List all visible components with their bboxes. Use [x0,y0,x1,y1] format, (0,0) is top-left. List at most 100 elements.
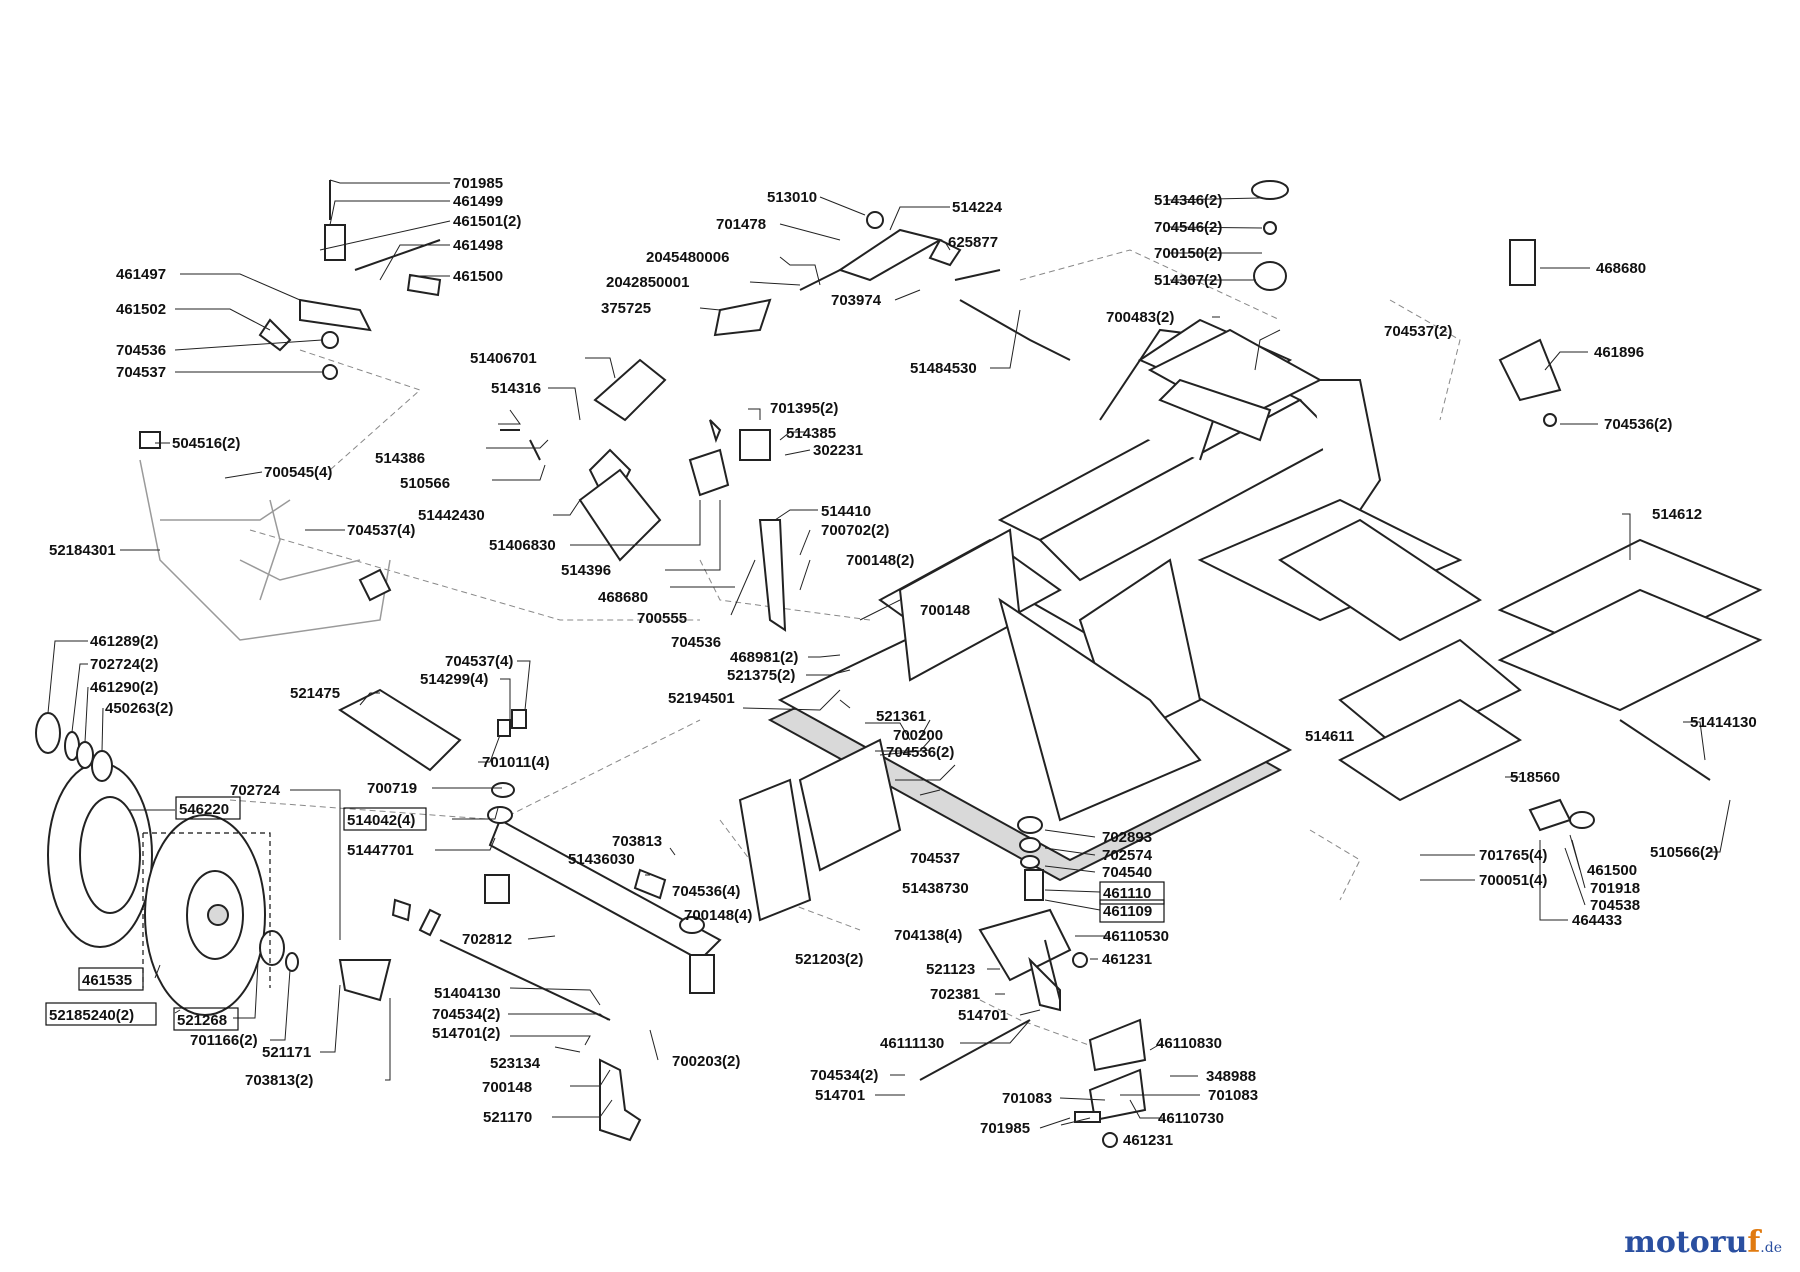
part-label: 514701 [815,1087,865,1104]
part-label: 514316 [491,380,541,397]
part-label: 521203(2) [795,951,863,968]
part-label: 700148(4) [684,907,752,924]
part-label: 700148 [920,602,970,619]
part-label: 700200 [893,727,943,744]
part-label: 703813(2) [245,1072,313,1089]
part-label: 704538 [1590,897,1640,914]
part-label: 521171 [262,1044,311,1061]
part-label: 521170 [483,1109,532,1126]
part-label: 702381 [930,986,980,1003]
part-label: 46110830 [1156,1035,1222,1052]
part-label: 510566(2) [1650,844,1718,861]
part-label: 51484530 [910,360,977,377]
part-label: 521268 [177,1012,227,1029]
part-label: 461110 [1103,885,1151,902]
part-label: 514224 [952,199,1003,216]
part-label: 701918 [1590,880,1640,897]
part-label: 701765(4) [1479,847,1547,864]
boxed-labels [45,796,1165,1031]
part-label: 704537(4) [347,522,415,539]
part-label: 700719 [367,780,417,797]
brand-name-suffix: .de [1760,1240,1782,1256]
part-label: 625877 [948,234,998,251]
part-label: 461290(2) [90,679,158,696]
part-label: 51414130 [1690,714,1757,731]
part-label: 514307(2) [1154,272,1222,289]
part-label: 464433 [1572,912,1622,929]
part-label: 514410 [821,503,871,520]
part-label: 701395(2) [770,400,838,417]
part-label: 461500 [453,268,503,285]
part-label: 51404130 [434,985,501,1002]
part-label: 461500 [1587,862,1637,879]
part-label: 704536 [116,342,166,359]
part-label: 521123 [926,961,975,978]
part-label: 514612 [1652,506,1702,523]
part-label: 51447701 [347,842,414,859]
part-label: 514701 [958,1007,1008,1024]
part-label: 704536 [671,634,721,651]
part-label: 701985 [453,175,503,192]
part-label: 704534(2) [810,1067,878,1084]
part-label: 461231 [1123,1132,1173,1149]
brand-name-main: motoru [1624,1225,1748,1260]
part-label: 704546(2) [1154,219,1222,236]
part-label: 701083 [1208,1087,1258,1104]
part-label: 461109 [1103,903,1152,920]
main-chassis-frame [738,318,1482,922]
part-label: 521475 [290,685,340,702]
part-label: 510566 [400,475,450,492]
part-label: 703974 [831,292,882,309]
part-label: 513010 [767,189,817,206]
part-label: 2045480006 [646,249,729,266]
part-label: 523134 [490,1055,541,1072]
part-label: 514385 [786,425,836,442]
part-label: 704537(4) [445,653,513,670]
part-label: 302231 [813,442,863,459]
part-label: 52184301 [49,542,116,559]
part-label: 704540 [1102,864,1152,881]
part-label: 700203(2) [672,1053,740,1070]
part-label: 700545(4) [264,464,332,481]
part-label: 701011(4) [482,754,550,771]
part-label: 51442430 [418,507,485,524]
part-label: 461896 [1594,344,1644,361]
leader-lines [47,179,1731,1129]
part-label: 700148 [482,1079,532,1096]
part-label: 700702(2) [821,522,889,539]
part-label: 52185240(2) [49,1007,134,1024]
part-label: 701985 [980,1120,1030,1137]
part-label: 521375(2) [727,667,795,684]
part-label: 46111130 [880,1035,944,1052]
part-label: 461502 [116,301,166,318]
part-label: 702812 [462,931,512,948]
part-label: 704537(2) [1384,323,1452,340]
part-label: 704536(2) [886,744,954,761]
part-label: 521361 [876,708,926,725]
parts-illustrations [35,180,1763,1148]
part-label: 518560 [1510,769,1560,786]
part-label: 461535 [82,972,132,989]
part-label: 546220 [179,801,229,818]
part-labels: 701985 461499 461501(2) 461498 461497 46… [49,175,1757,1149]
part-label: 704534(2) [432,1006,500,1023]
part-label: 51406830 [489,537,556,554]
part-label: 701478 [716,216,766,233]
part-label: 702724 [230,782,281,799]
part-label: 375725 [601,300,651,317]
part-label: 348988 [1206,1068,1256,1085]
part-label: 461501(2) [453,213,521,230]
part-label: 514611 [1305,728,1354,745]
part-label: 700555 [637,610,687,627]
part-label: 702574 [1102,847,1153,864]
part-label: 514299(4) [420,671,488,688]
part-label: 461289(2) [90,633,158,650]
part-label: 468680 [598,589,648,606]
part-label: 700051(4) [1479,872,1547,889]
part-label: 704537 [910,850,960,867]
part-label: 702724(2) [90,656,158,673]
part-label: 46110730 [1158,1110,1224,1127]
part-label: 704537 [116,364,166,381]
part-label: 450263(2) [105,700,173,717]
part-label: 461497 [116,266,166,283]
